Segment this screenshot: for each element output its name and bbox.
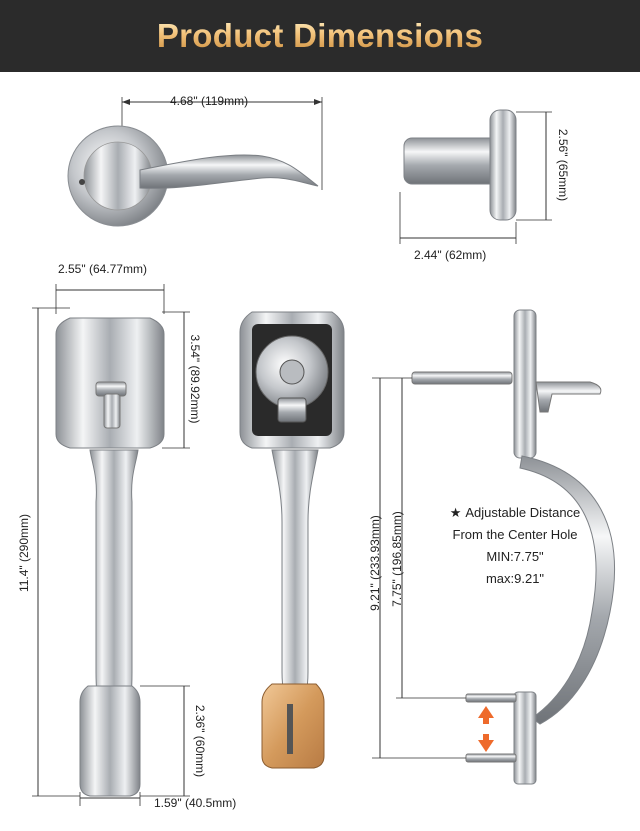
mount-screw-upper bbox=[465, 693, 517, 703]
mount-slot bbox=[287, 704, 293, 754]
curved-grip bbox=[519, 455, 616, 725]
label-bottom-plate-height: 2.36" (60mm) bbox=[193, 704, 207, 778]
label-min-distance: 7.75" (196.85mm) bbox=[390, 511, 404, 607]
label-plate-width: 2.55" (64.77mm) bbox=[58, 262, 147, 276]
label-lever-width: 4.68" (119mm) bbox=[170, 94, 249, 108]
star-icon: ★ bbox=[449, 505, 462, 520]
thumb-stem bbox=[103, 393, 121, 429]
handleset-front-view bbox=[32, 284, 190, 806]
note-line-1: ★Adjustable Distance bbox=[430, 502, 600, 524]
mount-screw-lower bbox=[465, 753, 517, 763]
arrow-up-icon bbox=[483, 718, 489, 724]
note-line-2: From the Center Hole bbox=[452, 527, 578, 542]
arrow-up-icon bbox=[478, 706, 494, 718]
label-rose-height: 2.56" (65mm) bbox=[556, 128, 570, 202]
side-thumb-piece bbox=[535, 381, 602, 413]
spindle-hub bbox=[279, 359, 305, 385]
lever-arm bbox=[139, 154, 319, 189]
product-illustration bbox=[32, 97, 616, 806]
diagram-canvas: 4.68" (119mm) 2.56" (65mm) 2.44" (62mm) … bbox=[0, 72, 640, 831]
label-lever-depth: 2.44" (62mm) bbox=[414, 248, 487, 262]
handleset-side-view bbox=[372, 309, 616, 785]
label-bottom-plate-width: 1.59" (40.5mm) bbox=[154, 796, 237, 810]
side-bottom-plate bbox=[513, 691, 537, 785]
arrow-head bbox=[314, 99, 322, 105]
label-max-distance: 9.21" (233.93mm) bbox=[368, 515, 382, 611]
back-grip bbox=[271, 449, 319, 709]
spindle-block bbox=[277, 397, 307, 423]
spindle-rod bbox=[411, 371, 513, 385]
note-line-4: max:9.21" bbox=[485, 571, 545, 586]
page-title: Product Dimensions bbox=[156, 17, 484, 54]
handleset-back-view bbox=[239, 311, 345, 769]
header-bar: Product Dimensions bbox=[0, 0, 640, 72]
note-line-3: MIN:7.75" bbox=[486, 549, 544, 564]
arrow-head bbox=[122, 99, 130, 105]
arrow-down-icon bbox=[483, 734, 489, 740]
bottom-escutcheon-plate bbox=[79, 685, 141, 797]
lever-side-view bbox=[399, 109, 552, 244]
adjustable-distance-note: ★Adjustable Distance From the Center Hol… bbox=[430, 502, 600, 590]
set-screw bbox=[79, 179, 85, 185]
label-total-height: 11.4" (290mm) bbox=[17, 513, 31, 593]
lever-front-view bbox=[67, 97, 323, 227]
note-line-1-text: Adjustable Distance bbox=[465, 505, 581, 520]
label-plate-top-height: 3.54" (89.92mm) bbox=[188, 334, 202, 424]
side-plate bbox=[513, 309, 537, 459]
rose-side bbox=[489, 109, 517, 221]
arrow-down-icon bbox=[478, 740, 494, 752]
